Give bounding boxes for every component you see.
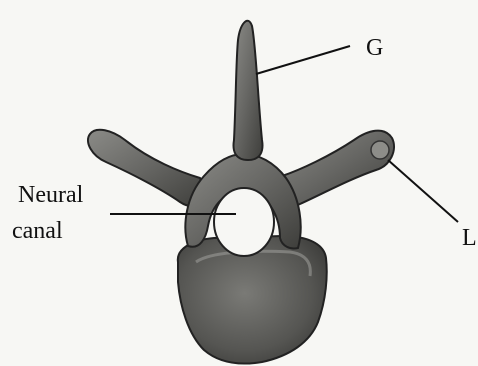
label-g: G — [366, 36, 383, 60]
leader-line-g — [256, 46, 350, 74]
spinous-process — [234, 21, 263, 160]
transverse-process-tip — [371, 141, 389, 159]
label-l: L — [462, 226, 477, 250]
label-canal: canal — [12, 219, 63, 243]
neural-canal — [214, 188, 274, 256]
leader-line-l — [388, 160, 458, 222]
label-neural: Neural — [18, 183, 83, 207]
left-transverse-process — [88, 130, 206, 207]
